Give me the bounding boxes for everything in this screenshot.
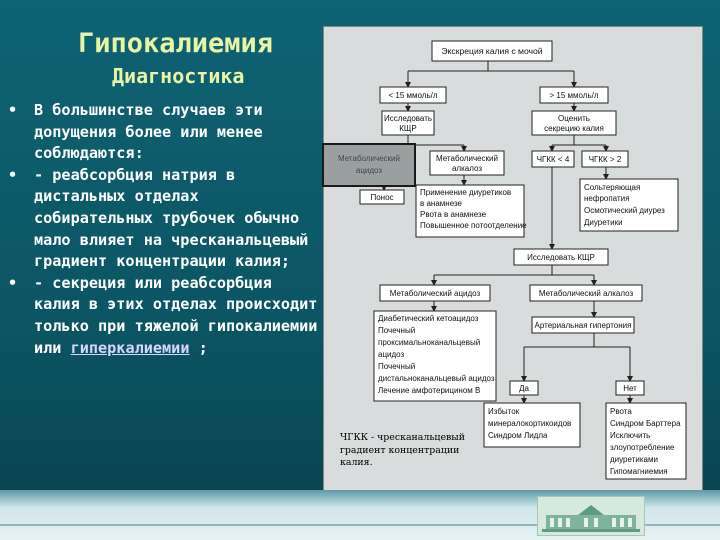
ttkg-lt4-label: ЧГКК < 4 [537,155,570,164]
bullet-item: • - секреция или реабсорбция калия в эти… [6,273,324,359]
footer-divider [0,524,720,526]
no-causes-box [605,402,687,480]
evaluate-label-2: секрецию калия [544,124,604,133]
overlay-note-box: Метаболический ацидоз [322,143,416,187]
bullet-text: - секреция или реабсорбция калия в этих … [34,273,318,357]
lt15-label: < 15 ммоль/л [388,91,437,100]
met-acidosis-label: Метаболический ацидоз [390,289,481,298]
diagnostic-flowchart: Экскреция калия с мочой < 15 ммоль/л > 1… [323,26,703,494]
institution-logo [537,496,645,536]
yes-causes-box [483,402,581,448]
bullet-text: В большинстве случаев эти допущения боле… [34,101,263,163]
yes-box [509,380,539,396]
ponos-label: Понос [370,193,393,202]
bullet-item: • В большинстве случаев эти допущения бо… [6,100,324,165]
bullet-text-end: ; [189,338,208,357]
ttkg-gt2-label: ЧГКК > 2 [589,155,622,164]
met-alk-small-box [429,150,505,176]
kshr2-label: Исследовать КЩР [527,253,595,262]
hypertension-box [531,316,635,334]
yes-cause-3: Синдром Лидла [488,431,548,440]
flowchart-svg: Экскреция калия с мочой < 15 ммоль/л > 1… [359,40,687,480]
met-alkalosis-label: Метаболический алкалоз [539,289,634,298]
lt15-box [379,86,447,104]
met-alk-small-label-1: Метаболический [436,154,498,163]
causes1-line-4: Повышенное потоотделение [420,221,527,230]
overlay-line-2: ацидоз [356,166,383,175]
yes-label: Да [519,384,529,393]
no-box [615,380,645,396]
yes-cause-1: Избыток [488,407,520,416]
causes1-box [415,184,525,238]
no-cause-2: Синдром Барттера [610,419,681,428]
causes1-line-3: Рвота в анамнезе [420,210,487,219]
gt15-box [539,86,609,104]
ttkg-gt2-box [581,150,629,168]
causes1-line-1: Применение диуретиков [420,188,511,197]
bullet-dot-icon: • [8,165,18,184]
kshr1-box [381,110,435,136]
no-label: Нет [623,384,637,393]
causes2-line-1: Сольтеряющая [584,183,640,192]
acidosis-cause-6: дистальноканальцевый ацидоз [378,374,495,383]
evaluate-label-1: Оценить [558,114,590,123]
acidosis-causes-box [373,310,497,402]
causes2-line-2: нефропатия [584,194,629,203]
hyperkalemia-link[interactable]: гиперкалиемии [70,338,190,357]
slide-subtitle: Диагностика [112,64,245,88]
causes2-box [579,178,679,232]
top-node-label: Экскреция калия с мочой [441,46,542,56]
hypertension-label: Артериальная гипертония [535,321,632,330]
ponos-box [359,189,405,205]
kshr2-box [513,248,609,266]
bullet-item: • - реабсорбция натрия в дистальных отде… [6,165,324,273]
acidosis-cause-7: Лечение амфотерицином В [378,386,480,395]
acidosis-cause-2: Почечный [378,326,415,335]
ttkg-lt4-box [531,150,575,168]
met-alkalosis-box [529,284,643,302]
met-acidosis-box [379,284,491,302]
kshr1-label-2: КЩР [399,124,417,133]
acidosis-cause-3: проксимальноканальцевый [378,338,480,347]
overlay-line-1: Метаболический [338,154,400,163]
bullet-dot-icon: • [8,101,18,119]
no-cause-3: Исключить [610,431,650,440]
acidosis-cause-4: ацидоз [378,350,405,359]
no-cause-4: злоупотребление [610,443,675,452]
met-alk-small-label-2: алкалоз [452,164,482,173]
acidosis-cause-1: Диабетический кетоацидоз [378,314,479,323]
yes-cause-2: минералокортикоидов [488,419,571,428]
causes1-line-2: в анамнезе [420,199,463,208]
slide-title: Гипокалиемия [78,28,274,59]
no-cause-6: Гипомагниемия [610,467,668,476]
bullet-list: • В большинстве случаев эти допущения бо… [6,100,324,359]
overlay-svg: Метаболический ацидоз [338,154,400,175]
bullet-dot-icon: • [8,273,18,292]
acidosis-cause-5: Почечный [378,362,415,371]
evaluate-box [531,110,617,136]
kshr1-label-1: Исследовать [384,114,432,123]
abbreviation-note: ЧГКК - чресканальцевый градиент концентр… [340,432,466,469]
gt15-label: > 15 ммоль/л [549,91,598,100]
causes2-line-3: Осмотический диурез [584,206,665,215]
bullet-text: - реабсорбция натрия в дистальных отдела… [34,165,309,271]
no-cause-1: Рвота [610,407,632,416]
causes2-line-4: Диуретики [584,218,623,227]
no-cause-5: диуретиками [610,455,658,464]
top-node-box [431,40,553,62]
building-icon [542,505,640,532]
